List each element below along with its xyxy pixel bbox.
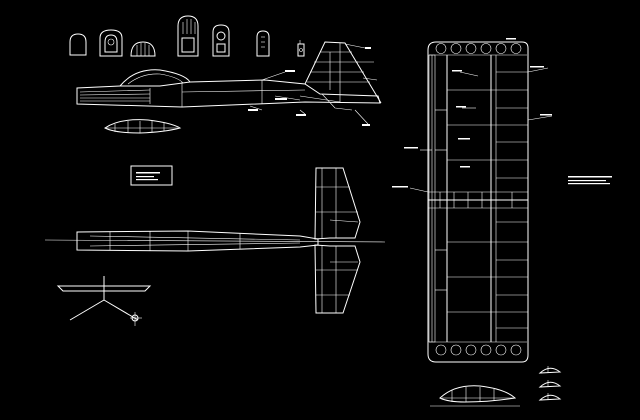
wingtip-top bbox=[429, 44, 527, 56]
wingtip-airfoil-sections bbox=[430, 366, 560, 406]
former-templates bbox=[70, 16, 304, 56]
fuselage-side-view bbox=[77, 42, 381, 126]
former-3 bbox=[131, 42, 155, 56]
former-2 bbox=[100, 30, 122, 56]
wingtip-bottom bbox=[429, 342, 527, 355]
vertical-fin bbox=[305, 42, 381, 103]
note-line-2 bbox=[568, 180, 606, 182]
former-4 bbox=[178, 16, 198, 56]
note-line-1 bbox=[568, 176, 612, 178]
title-block bbox=[131, 166, 172, 185]
small-rib-section-1 bbox=[540, 366, 560, 373]
fuselage-top-view bbox=[45, 168, 385, 313]
canopy-outline bbox=[120, 70, 190, 86]
stabilizer-upper bbox=[315, 168, 360, 239]
small-rib-section-2 bbox=[540, 380, 560, 387]
former-5 bbox=[213, 25, 229, 56]
former-6 bbox=[257, 31, 269, 56]
stabilizer-lower bbox=[315, 245, 360, 313]
former-1 bbox=[70, 34, 86, 55]
wing-outline bbox=[428, 42, 528, 362]
root-rib-section bbox=[430, 386, 520, 406]
note-line-3 bbox=[568, 183, 610, 185]
former-7 bbox=[298, 40, 304, 56]
wing-plan-view bbox=[392, 38, 612, 362]
wing-airfoil-section bbox=[105, 120, 180, 133]
centerline bbox=[45, 240, 385, 242]
small-rib-section-3 bbox=[540, 393, 560, 400]
landing-gear-front-view bbox=[58, 276, 150, 326]
